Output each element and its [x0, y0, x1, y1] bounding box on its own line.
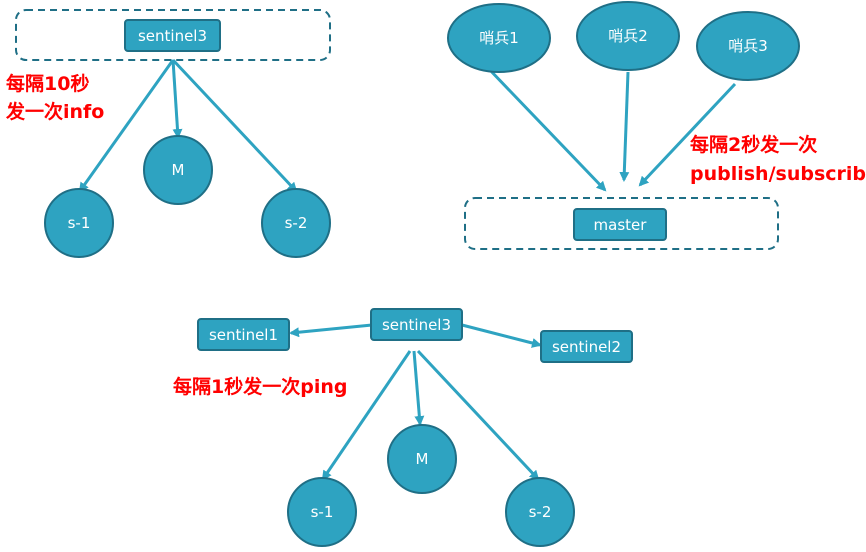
diagram2-arrow-from-sentinel3: [638, 82, 737, 187]
diagram2-sentinel3-node: [696, 11, 800, 81]
diagram3-center-box: [370, 308, 463, 341]
diagram3-left-box: [197, 318, 290, 351]
diagram1-slave1-label: s-1: [68, 214, 91, 232]
diagram1-master-label: M: [172, 161, 185, 179]
diagram3-master-node: [387, 424, 457, 494]
diagram1-note-line2: 发一次info: [5, 100, 104, 123]
diagram2-pubsub: 哨兵1 哨兵2 哨兵3 master 每隔2秒发一次 publish/subsc…: [447, 1, 866, 250]
diagram2-arrow-from-sentinel2: [619, 71, 630, 182]
diagram1-info: sentinel3 M s-1 s-2 每隔10秒 发一次info: [5, 9, 331, 258]
diagram3-slave1-node: [287, 477, 357, 547]
diagram3-arrow-to-sentinel1: [289, 323, 373, 338]
diagram2-note-line1: 每隔2秒发一次: [690, 133, 817, 156]
diagram1-sentinel-container: [15, 9, 331, 61]
diagram3-arrow-to-sentinel2: [461, 323, 542, 348]
diagram1-arrow-to-s1: [78, 59, 175, 193]
diagram1-arrow-to-s2: [171, 58, 298, 193]
diagram3-right-box: [540, 330, 633, 363]
diagram1-sentinel-box: [124, 19, 221, 52]
diagram1-note-line1: 每隔10秒: [6, 72, 89, 95]
diagram3-arrow-to-master: [412, 350, 425, 426]
diagram3-slave2-label: s-2: [529, 503, 552, 521]
diagram2-master-container: [464, 197, 779, 250]
diagram1-slave2-label: s-2: [285, 214, 308, 232]
diagram3-note: 每隔1秒发一次ping: [173, 375, 347, 398]
diagram2-sentinel1-label: 哨兵1: [479, 29, 519, 47]
diagram2-sentinel2-node: [576, 1, 680, 71]
diagram2-arrow-from-sentinel1: [486, 66, 607, 192]
diagram3-center-label: sentinel3: [382, 316, 451, 334]
diagram1-slave2-node: [261, 188, 331, 258]
diagram2-note-line2: publish/subscribe: [690, 163, 866, 185]
diagram3-master-label: M: [416, 450, 429, 468]
diagram3-ping: sentinel3 sentinel1 sentinel2 M s-1 s-2 …: [173, 308, 633, 547]
diagram1-arrow-to-master: [171, 59, 183, 139]
diagram3-slave2-node: [505, 477, 575, 547]
diagram1-slave1-node: [44, 188, 114, 258]
diagram1-master-node: [143, 135, 213, 205]
diagram3-arrow-to-s2: [416, 349, 540, 481]
diagram2-sentinel1-node: [447, 3, 551, 73]
diagram3-left-label: sentinel1: [209, 326, 278, 344]
diagram3-slave1-label: s-1: [311, 503, 334, 521]
diagram1-sentinel-label: sentinel3: [138, 27, 207, 45]
diagram2-sentinel2-label: 哨兵2: [608, 27, 648, 45]
diagram3-right-label: sentinel2: [552, 338, 621, 356]
diagram2-sentinel3-label: 哨兵3: [728, 37, 768, 55]
diagram3-arrow-to-s1: [321, 350, 412, 481]
diagram2-master-label: master: [594, 216, 648, 234]
diagram2-master-box: [573, 208, 667, 241]
